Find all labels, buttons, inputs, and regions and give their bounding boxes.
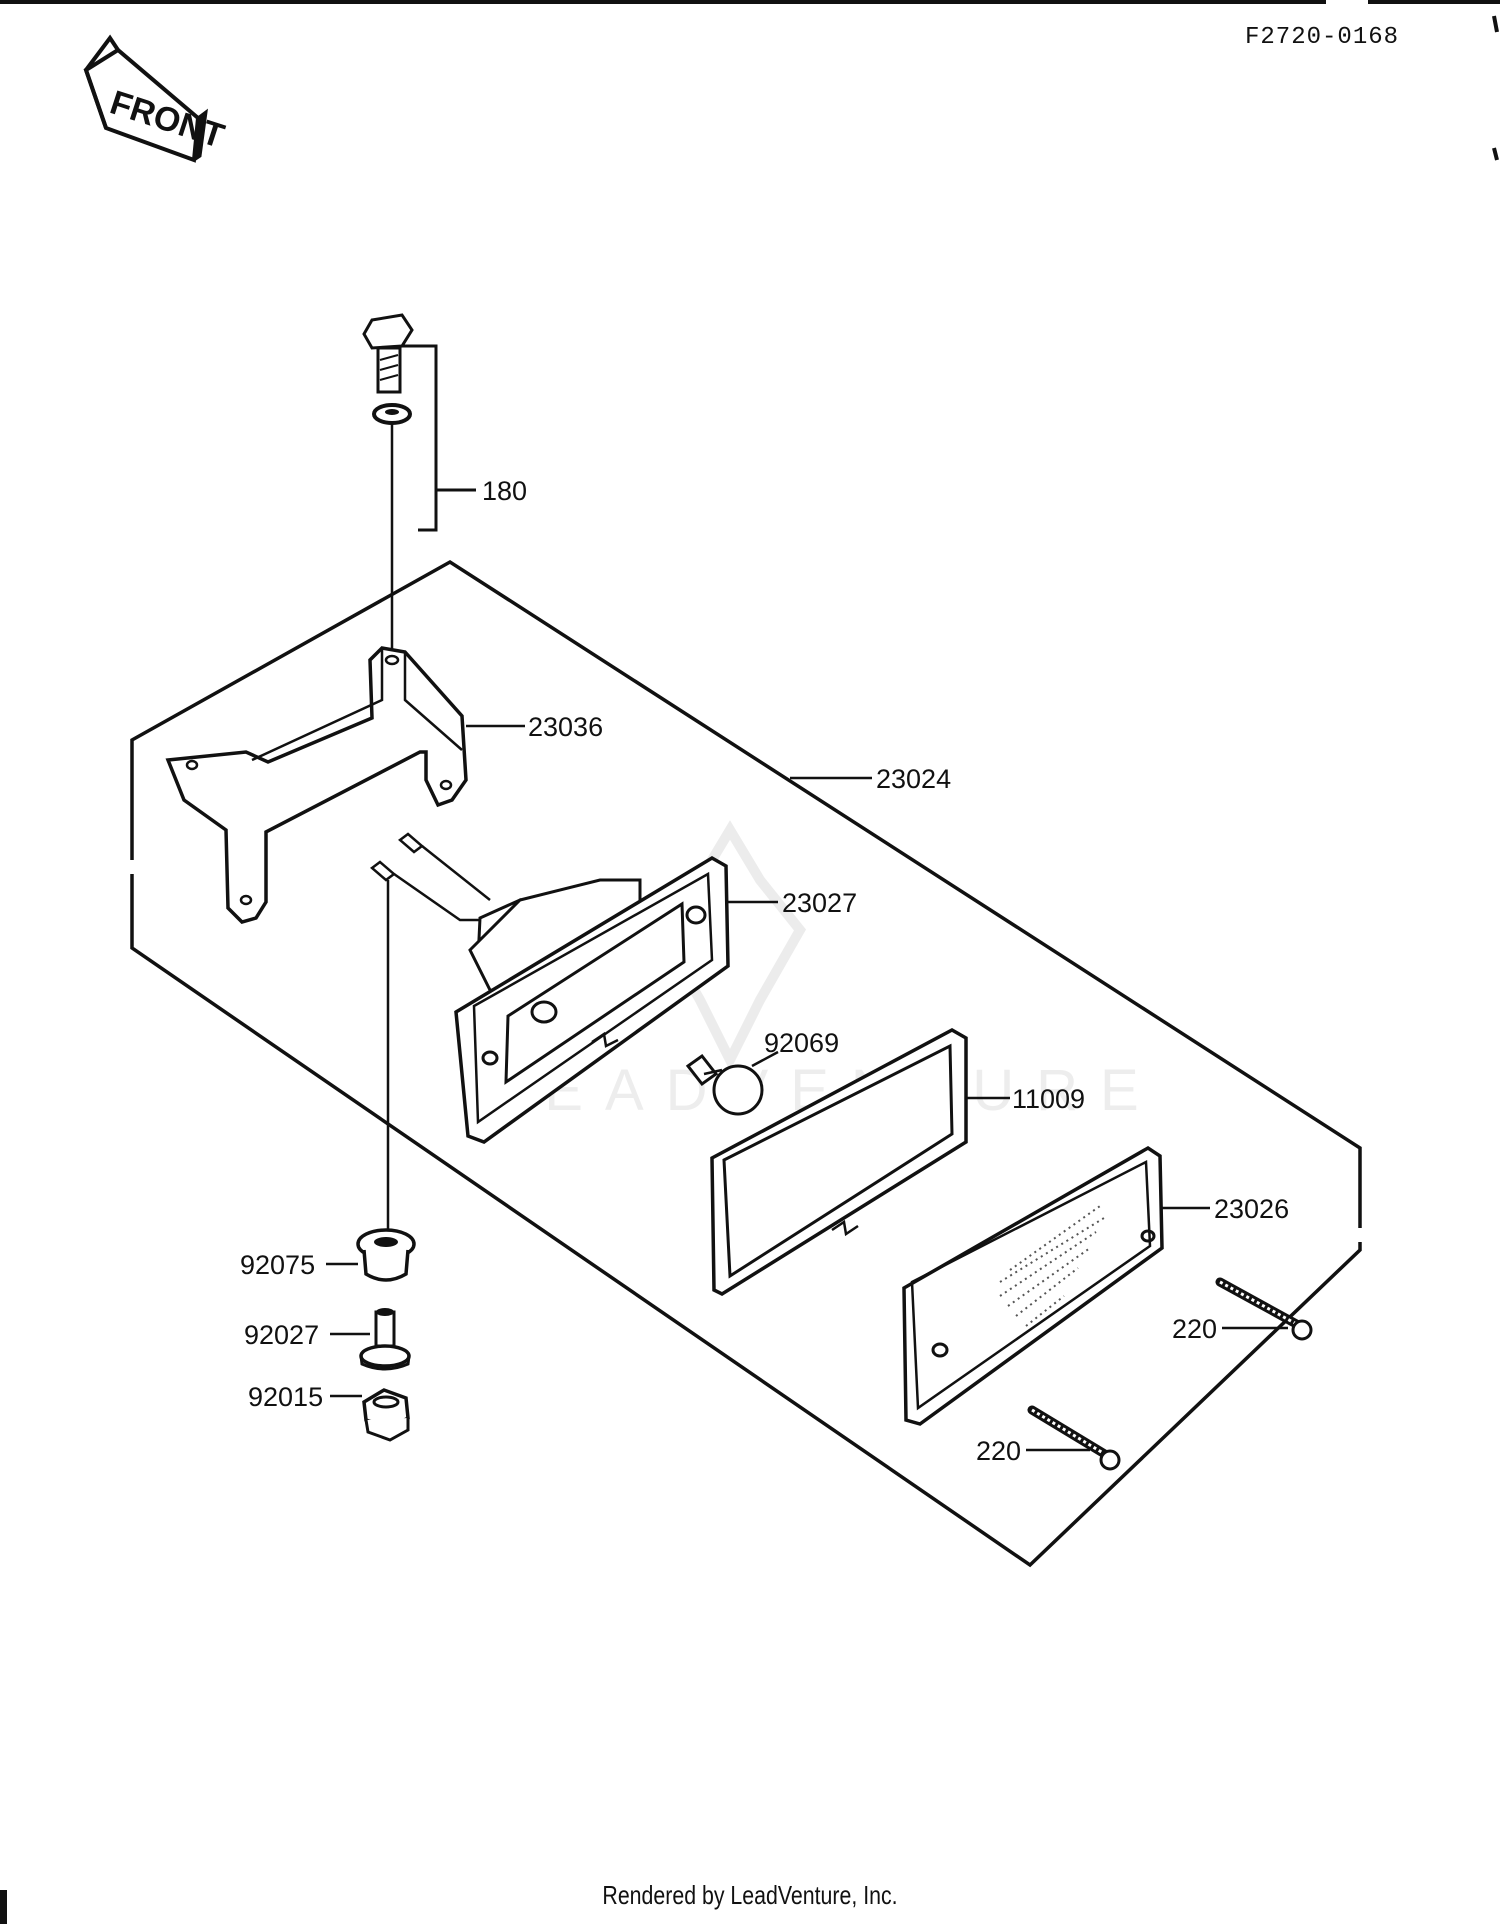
callout-220-lower: 220 (976, 1436, 1021, 1466)
top-border-gap (1326, 0, 1368, 4)
mounting-bracket-icon (165, 646, 468, 924)
wire-connector-icon (370, 832, 491, 922)
edge-tick (1492, 15, 1499, 161)
washer-icon (372, 403, 412, 425)
callout-23027: 23027 (782, 888, 857, 918)
bracket-line (402, 344, 438, 532)
outline-break (1355, 1228, 1365, 1242)
front-arrow-icon: FRONT (83, 34, 229, 163)
callout-92069: 92069 (764, 1028, 839, 1058)
callout-220-upper: 220 (1172, 1314, 1217, 1344)
callout-23036: 23036 (528, 712, 603, 742)
lens-icon (902, 1145, 1164, 1426)
callout-92075: 92075 (240, 1250, 315, 1280)
callout-92015: 92015 (248, 1382, 323, 1412)
nut-icon (362, 1388, 410, 1442)
callout-11009: 11009 (1012, 1084, 1085, 1114)
lamp-housing-icon (454, 855, 730, 1144)
callout-180: 180 (482, 476, 527, 506)
bulb-icon (685, 1053, 764, 1116)
callout-92027: 92027 (244, 1320, 319, 1350)
leader-line (751, 1050, 779, 1068)
outline-break (126, 860, 134, 874)
callout-23024: 23024 (876, 764, 951, 794)
callout-23026: 23026 (1214, 1194, 1289, 1224)
assembly-outline (130, 559, 1362, 1568)
top-border-line (0, 0, 1500, 4)
screw-icon (1027, 1405, 1121, 1471)
gasket-icon (710, 1028, 968, 1297)
page-edge-mark (0, 1890, 7, 1924)
bolt-icon (362, 313, 414, 394)
grommet-icon (356, 1228, 416, 1282)
footer-credit: Rendered by LeadVenture, Inc. (602, 1880, 898, 1910)
screw-icon (1215, 1277, 1313, 1341)
collar-icon (359, 1308, 411, 1371)
figure-code: F2720-0168 (1245, 24, 1400, 51)
